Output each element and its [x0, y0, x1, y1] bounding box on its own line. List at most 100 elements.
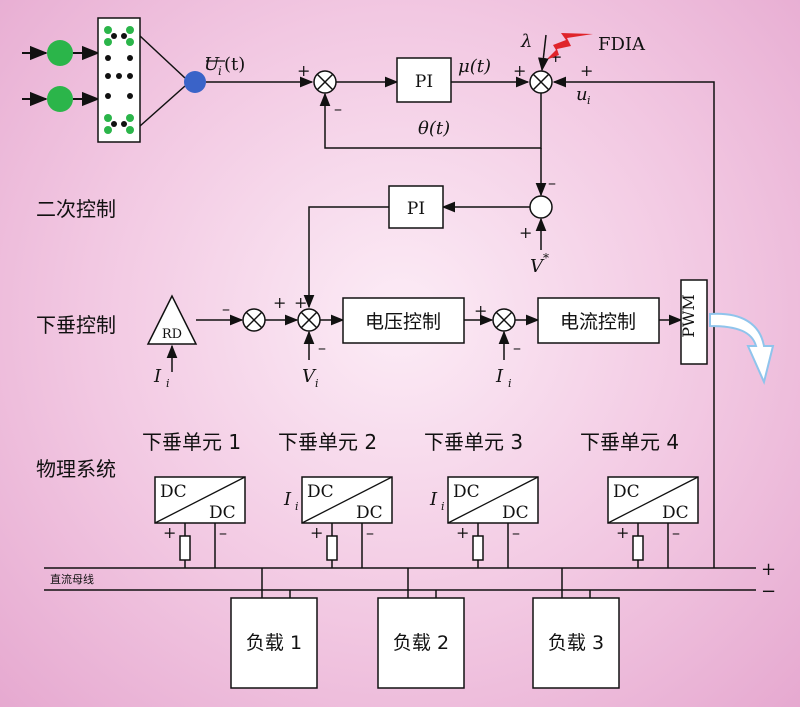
dcdc-converter-4: DC DC: [607, 476, 699, 524]
svg-text:i: i: [218, 64, 222, 78]
i-i-label-current: I: [495, 366, 504, 387]
layer-label-secondary: 二次控制: [36, 197, 116, 221]
svg-text:DC: DC: [356, 503, 383, 523]
svg-text:–: –: [334, 99, 342, 118]
sum-junction-5: [492, 308, 516, 332]
unit-2-title: 下垂单元 2: [278, 430, 377, 454]
sum-junction-2: [529, 195, 553, 219]
mu-label: μ(t): [458, 56, 491, 77]
i-i-label-rd: I: [153, 366, 162, 387]
svg-text:DC: DC: [160, 482, 187, 502]
svg-text:+: +: [761, 559, 776, 580]
fdia-label: FDIA: [598, 34, 646, 55]
svg-text:PWM: PWM: [679, 294, 698, 338]
svg-text:DC: DC: [307, 482, 334, 502]
sense-resistor-2: [326, 535, 338, 561]
svg-text:DC: DC: [662, 503, 689, 523]
layer-label-droop: 下垂控制: [36, 313, 116, 337]
neural-network-icon: [22, 17, 206, 143]
svg-text:(t): (t): [224, 54, 245, 75]
svg-text:+: +: [273, 293, 286, 312]
svg-text:+: +: [456, 523, 469, 542]
u-bar-label: U: [204, 54, 220, 75]
theta-label: θ(t): [418, 118, 450, 139]
svg-text:+: +: [513, 61, 526, 80]
svg-text:负载 2: 负载 2: [393, 632, 449, 654]
svg-text:+: +: [163, 523, 176, 542]
lambda-label: λ: [520, 31, 532, 52]
rd-block: [146, 294, 198, 345]
svg-text:PI: PI: [415, 72, 433, 92]
v-i-label: V: [302, 366, 317, 387]
svg-text:–: –: [513, 338, 521, 357]
sense-resistor-4: [632, 535, 644, 561]
sum-junction-1: [313, 70, 337, 94]
unit-1-title: 下垂单元 1: [142, 430, 241, 454]
svg-text:*: *: [543, 251, 549, 265]
unit-3-title: 下垂单元 3: [424, 430, 523, 454]
svg-text:+: +: [297, 61, 310, 80]
svg-text:电压控制: 电压控制: [365, 311, 441, 333]
i-i-label-unit3: I: [429, 489, 438, 510]
svg-text:DC: DC: [453, 482, 480, 502]
input-node-2: [47, 86, 73, 112]
svg-text:+: +: [294, 293, 307, 312]
v-star-label: V: [530, 256, 545, 277]
u-i-label: u: [576, 84, 588, 105]
dcdc-converter-1: DC DC: [154, 476, 246, 524]
load-1: [230, 597, 318, 689]
svg-text:–: –: [219, 523, 227, 542]
svg-text:电流控制: 电流控制: [560, 311, 636, 333]
load-2: [377, 597, 465, 689]
svg-text:–: –: [366, 523, 374, 542]
svg-text:–: –: [318, 338, 326, 357]
pwm-block: [680, 279, 708, 365]
svg-text:–: –: [548, 173, 556, 192]
i-i-label-unit2: I: [283, 489, 292, 510]
svg-text:–: –: [672, 523, 680, 542]
svg-text:+: +: [616, 523, 629, 542]
input-node-1: [47, 40, 73, 66]
voltage-control-block: [342, 297, 465, 344]
sum-junction-3: [242, 308, 266, 332]
svg-text:+: +: [580, 61, 593, 80]
hidden-layer-box: [97, 17, 141, 143]
sum-junction-4: [297, 308, 321, 332]
pwm-output-arrow: [709, 312, 775, 386]
svg-text:−: −: [761, 581, 776, 602]
dcdc-converter-2: DC DC: [301, 476, 393, 524]
svg-text:+: +: [310, 523, 323, 542]
svg-text:–: –: [512, 523, 520, 542]
svg-text:+: +: [474, 301, 487, 320]
svg-text:+: +: [519, 223, 532, 242]
svg-text:RD: RD: [162, 327, 182, 342]
svg-text:PI: PI: [407, 199, 425, 219]
svg-text:DC: DC: [613, 482, 640, 502]
svg-text:DC: DC: [502, 503, 529, 523]
svg-text:i: i: [295, 500, 299, 513]
svg-text:i: i: [508, 377, 512, 390]
unit-4-title: 下垂单元 4: [580, 430, 679, 454]
sum-junction-attack: [529, 70, 553, 94]
svg-text:+: +: [549, 47, 562, 66]
output-node: [184, 71, 206, 93]
fdia-bolt-icon: [546, 33, 593, 60]
svg-text:负载 3: 负载 3: [548, 632, 604, 654]
dcdc-converter-3: DC DC: [447, 476, 539, 524]
svg-text:负载 1: 负载 1: [246, 632, 302, 654]
svg-text:i: i: [441, 500, 445, 513]
dc-bus-label: 直流母线: [50, 572, 94, 586]
svg-text:i: i: [587, 94, 591, 107]
pi-block-top: [396, 57, 452, 103]
svg-text:i: i: [166, 377, 170, 390]
svg-text:DC: DC: [209, 503, 236, 523]
sense-resistor-3: [472, 535, 484, 561]
svg-text:i: i: [315, 377, 319, 390]
pi-block-mid: [388, 185, 444, 229]
layer-label-physical: 物理系统: [36, 457, 116, 481]
svg-text:–: –: [222, 299, 230, 318]
load-3: [532, 597, 620, 689]
sense-resistor-1: [179, 535, 191, 561]
